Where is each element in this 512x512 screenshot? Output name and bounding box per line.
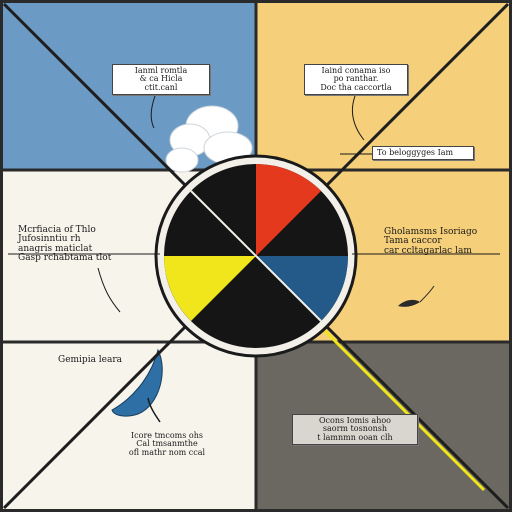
wedge-blue	[256, 256, 348, 321]
label-top-right: Iaind conama iso po ranthar. Doc tha cac…	[304, 64, 408, 96]
label-bottom-right-body: Ocons Iomis ahoo saorm tosnonsh t lamnmn…	[292, 414, 418, 446]
leaf-stem	[419, 285, 435, 303]
drop-stem	[147, 397, 161, 423]
label-bottom-left-title: Gemipia leara	[58, 355, 123, 365]
label-bottom-left-body: Icore tmcoms ohs Cal tmsanmthe ofl mathr…	[128, 431, 206, 457]
leaf-shape	[398, 299, 420, 307]
center-cross-lines	[190, 190, 322, 322]
label-right-upper: To beloggyges Iam	[372, 146, 474, 161]
label-right-mid: Gholamsms Isoriago Tama caccor car cclta…	[384, 227, 478, 256]
yellow-ray	[318, 324, 486, 492]
label-top-left: Ianml romtla & ca Hicla ctit.canl	[112, 64, 210, 96]
wedge-red	[256, 164, 321, 256]
panel-bottom-left	[0, 342, 256, 512]
drop-shape	[111, 348, 163, 417]
cloud-icon	[165, 105, 253, 173]
leader-lines	[8, 95, 500, 313]
wedge-yellow	[164, 256, 256, 321]
label-left-title: Mcrfiacia of Thlo Jufosinntiu rh anagris…	[18, 225, 112, 264]
